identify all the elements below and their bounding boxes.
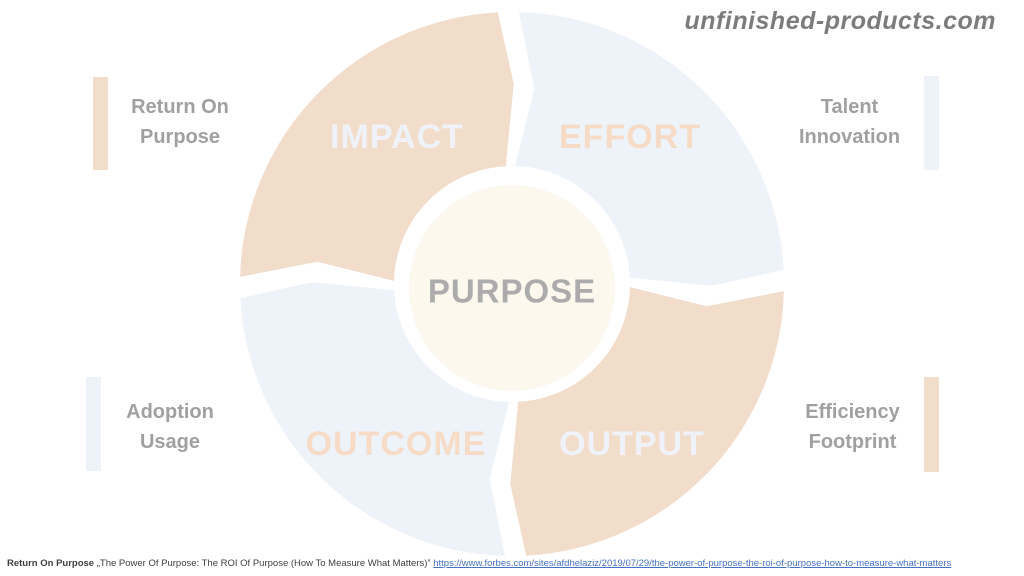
callout-bar-return-on-purpose (93, 77, 108, 170)
callout-line: Usage (139, 431, 201, 453)
footnote-citation: „The Power Of Purpose: The ROI Of Purpos… (96, 558, 431, 569)
callout-line: Efficiency (805, 401, 900, 423)
segment-outcome (240, 282, 509, 556)
callout-line: Return On (131, 96, 229, 118)
callout-line: Adoption (126, 401, 214, 423)
callout-talent-innovation: Talent Innovation (772, 92, 927, 152)
callout-line: Innovation (798, 126, 901, 148)
footnote-source: Return On Purpose (7, 558, 95, 569)
segment-impact (240, 12, 514, 281)
callout-bar-adoption-usage (86, 377, 101, 471)
watermark-text: unfinished-products.com (684, 7, 996, 35)
callout-bar-talent-innovation (924, 76, 939, 170)
segment-label-impact: IMPACT (330, 118, 464, 156)
footnote: Return On Purpose „The Power Of Purpose:… (7, 558, 1017, 569)
callout-line: Talent (820, 96, 879, 118)
purpose-label: PURPOSE (428, 273, 596, 310)
callout-return-on-purpose: Return On Purpose (105, 92, 255, 152)
segment-effort (515, 12, 784, 286)
callout-adoption-usage: Adoption Usage (95, 397, 245, 457)
purpose-circle (409, 185, 615, 391)
segment-label-output: OUTPUT (559, 425, 705, 463)
segment-label-effort: EFFORT (559, 118, 701, 156)
footnote-link[interactable]: https://www.forbes.com/sites/afdhelaziz/… (433, 558, 952, 569)
callout-bar-efficiency-footprint (924, 377, 939, 472)
segment-label-outcome: OUTCOME (306, 425, 487, 463)
callout-efficiency-footprint: Efficiency Footprint (775, 397, 930, 457)
callout-line: Footprint (808, 431, 897, 453)
callout-line: Purpose (139, 126, 221, 148)
segment-output (510, 287, 784, 556)
